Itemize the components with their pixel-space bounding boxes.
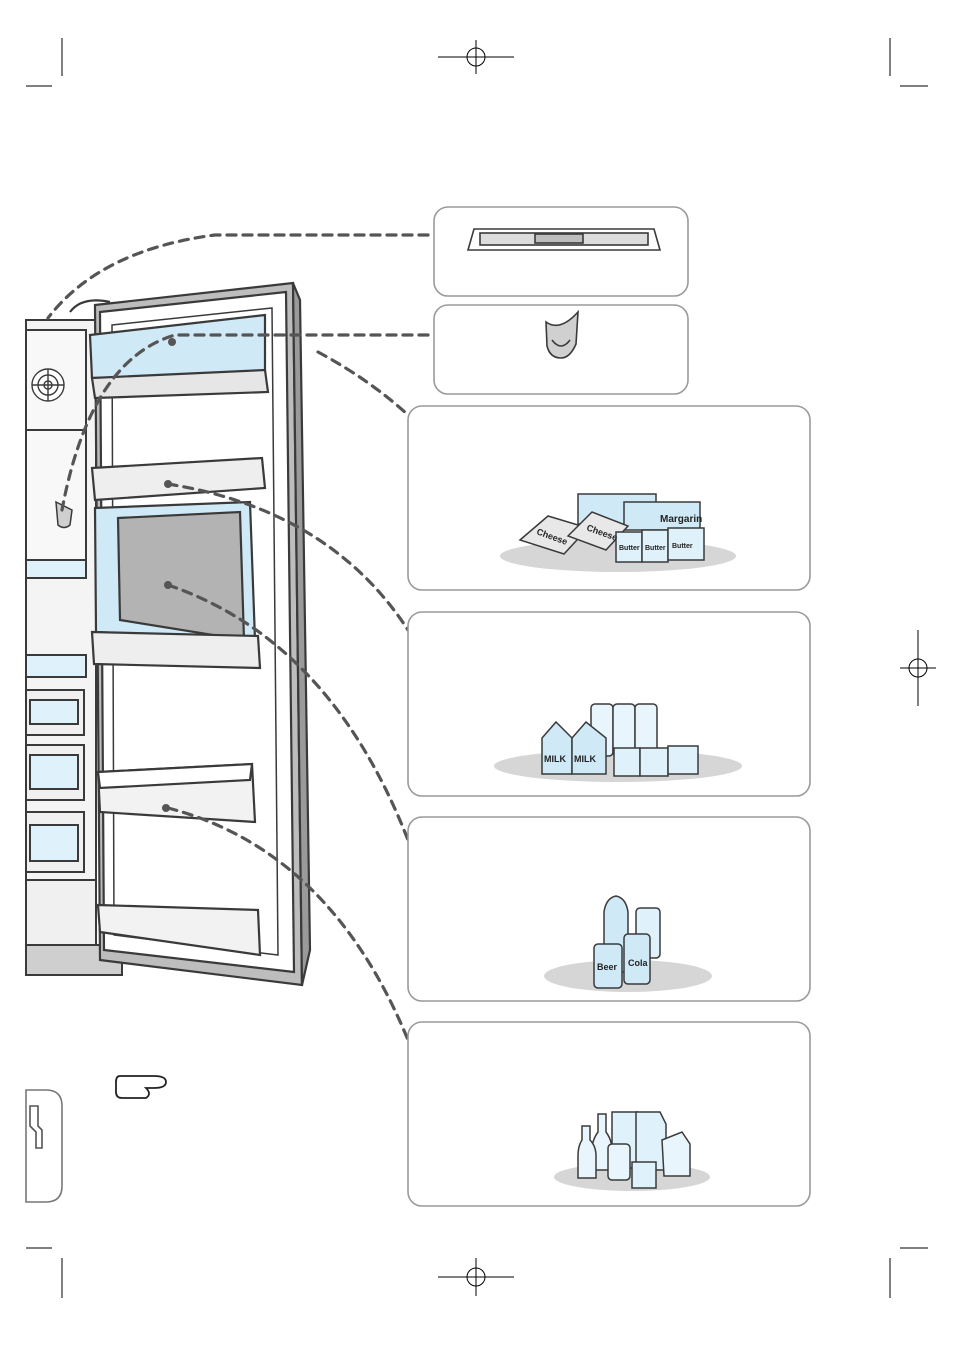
dairy-label-butter-3: Butter	[672, 543, 693, 550]
bottles-icon	[554, 1111, 710, 1191]
ice-scoop-large-icon	[545, 309, 579, 359]
dairy-label-margarin: Margarin	[660, 514, 702, 525]
milk-label-1: MILK	[544, 754, 566, 764]
tall-items-panel	[407, 1021, 811, 1207]
drink-label-cola: Cola	[628, 958, 648, 968]
crop-marks	[26, 38, 936, 1298]
milk-carton-icon	[494, 703, 742, 782]
drip-tray-panel	[433, 206, 689, 297]
fridge-door	[69, 281, 312, 987]
drink-label-beer: Beer	[597, 962, 618, 972]
dairy-label-butter-1: Butter	[619, 545, 640, 552]
leader-dots	[162, 338, 176, 812]
pointing-hand-icon	[115, 1075, 167, 1099]
drip-tray-icon	[466, 228, 662, 251]
dairy-food-icon	[500, 493, 736, 572]
fan-vent-icon	[31, 368, 65, 402]
milk-label-2: MILK	[574, 754, 596, 764]
dairy-label-butter-2: Butter	[645, 545, 666, 552]
can-bottle-icon	[544, 895, 712, 992]
leader-lines	[46, 233, 430, 1042]
ice-scoop-icon	[55, 500, 73, 529]
tab-side-icon	[25, 1089, 63, 1203]
